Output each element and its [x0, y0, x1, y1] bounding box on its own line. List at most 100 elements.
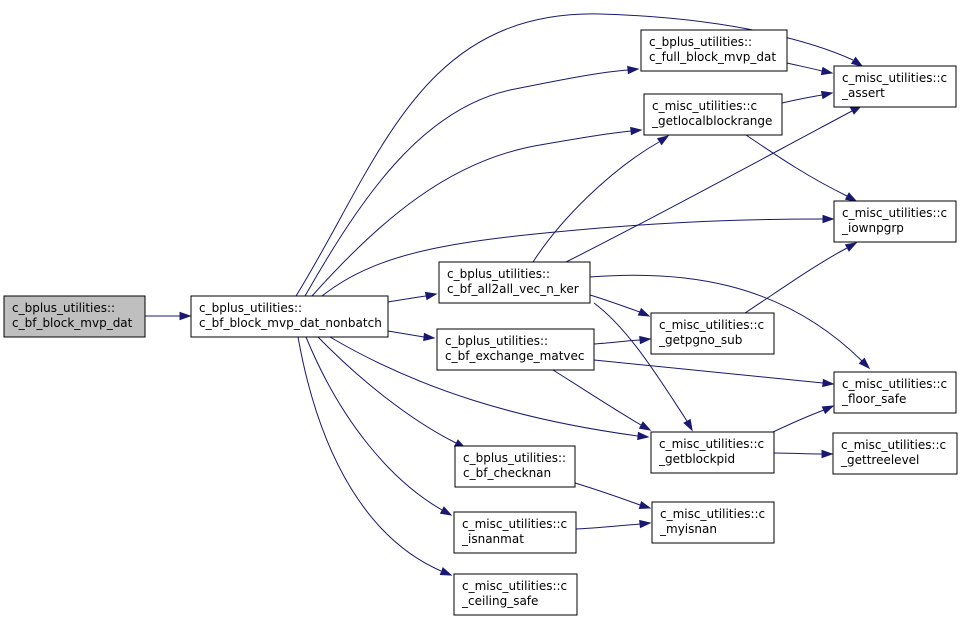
arrowhead-icon: [637, 431, 650, 441]
edge-line: [387, 295, 427, 303]
node-label-line: _myisnan: [659, 522, 717, 536]
node-label-line: _getblockpid: [658, 452, 735, 466]
node-label-line: c_bplus_utilities::: [649, 35, 752, 49]
edge-line: [786, 62, 823, 72]
node-box: [190, 295, 389, 338]
arrowhead-icon: [844, 192, 858, 202]
node-box: [643, 93, 783, 136]
node-label-line: c_bf_checknan: [463, 466, 551, 480]
arrowhead-icon: [656, 135, 670, 146]
node-nonbatch[interactable]: c_bplus_utilities::c_bf_block_mvp_dat_no…: [190, 295, 389, 338]
arrowhead-icon: [858, 357, 871, 370]
call-edges: [145, 13, 871, 576]
edge-line: [575, 523, 641, 530]
arrowhead-icon: [683, 418, 693, 432]
node-treelevel[interactable]: c_misc_utilities::c_gettreelevel: [832, 432, 958, 475]
node-label-line: _gettreelevel: [840, 453, 919, 467]
arrowhead-icon: [820, 90, 834, 100]
edge-all2all-to-localblock: [532, 135, 670, 263]
node-box: [833, 65, 957, 108]
edge-line: [593, 339, 641, 345]
arrowhead-icon: [844, 242, 858, 252]
edge-line: [329, 336, 639, 437]
node-box: [3, 295, 146, 338]
edge-line: [311, 130, 632, 297]
arrowhead-icon: [179, 311, 192, 321]
edge-line: [593, 302, 688, 422]
node-all2all[interactable]: c_bplus_utilities::c_bf_all2all_vec_n_ke…: [438, 261, 591, 304]
arrowhead-icon: [820, 66, 834, 76]
node-box: [650, 312, 775, 355]
node-box: [453, 511, 577, 554]
node-box: [436, 328, 595, 371]
node-fullblock[interactable]: c_bplus_utilities::c_full_block_mvp_dat: [640, 29, 788, 72]
edge-line: [781, 94, 823, 104]
node-root[interactable]: c_bplus_utilities::c_bf_block_mvp_dat: [3, 295, 146, 338]
node-pgno[interactable]: c_misc_utilities::c_getpgno_sub: [650, 312, 775, 355]
edge-localblock-to-assert: [781, 90, 834, 104]
edge-exchange-to-blockpid: [552, 369, 652, 431]
node-assert[interactable]: c_misc_utilities::c_assert: [833, 65, 957, 108]
edge-line: [589, 294, 641, 313]
edge-nonbatch-to-assert: [295, 13, 864, 297]
node-label-line: _assert: [841, 86, 885, 100]
edge-nonbatch-to-all2all: [387, 291, 438, 303]
arrowhead-icon: [822, 378, 835, 388]
node-label-line: c_bplus_utilities::: [447, 267, 550, 281]
node-localblock[interactable]: c_misc_utilities::c_getlocalblockrange: [643, 93, 783, 136]
node-exchange[interactable]: c_bplus_utilities::c_bf_exchange_matvec: [436, 328, 595, 371]
edge-nonbatch-to-isnanmat: [305, 336, 453, 516]
node-box: [650, 431, 775, 474]
edge-blockpid-to-treelevel: [773, 449, 834, 459]
node-label-line: c_bf_block_mvp_dat: [12, 316, 133, 330]
node-label-line: _iownpgrp: [841, 221, 904, 235]
node-label-line: _floor_safe: [841, 392, 906, 406]
arrowhead-icon: [638, 421, 652, 431]
node-label-line: c_bf_exchange_matvec: [445, 349, 585, 363]
arrowhead-icon: [439, 567, 453, 576]
edge-line: [295, 13, 854, 297]
node-box: [438, 261, 591, 304]
node-label-line: _getpgno_sub: [658, 333, 742, 347]
edge-all2all-to-floor: [589, 274, 871, 370]
node-floor[interactable]: c_misc_utilities::c_floor_safe: [833, 371, 957, 414]
node-label-line: c_bplus_utilities::: [463, 451, 566, 465]
edge-localblock-to-iownpgrp: [745, 134, 858, 202]
node-label-line: c_bplus_utilities::: [445, 334, 548, 348]
node-box: [640, 29, 788, 72]
node-box: [651, 501, 775, 544]
node-box: [454, 445, 576, 488]
edge-pgno-to-iownpgrp: [744, 242, 858, 314]
edge-fullblock-to-assert: [786, 62, 834, 76]
node-label-line: c_misc_utilities::c: [842, 206, 947, 220]
edge-line: [297, 336, 442, 572]
node-label-line: _getlocalblockrange: [651, 114, 772, 128]
edge-line: [387, 330, 425, 338]
node-box: [832, 432, 958, 475]
node-label-line: _ceiling_safe: [461, 594, 538, 608]
node-checknan[interactable]: c_bplus_utilities::c_bf_checknan: [454, 445, 576, 488]
edge-nonbatch-to-blockpid: [329, 336, 650, 441]
arrowhead-icon: [639, 335, 652, 345]
node-ceiling[interactable]: c_misc_utilities::c_ceiling_safe: [453, 573, 578, 616]
node-label-line: c_bplus_utilities::: [199, 301, 302, 315]
edge-line: [317, 336, 457, 444]
node-label-line: c_full_block_mvp_dat: [649, 50, 776, 64]
arrowhead-icon: [638, 500, 652, 510]
edge-exchange-to-floor: [593, 359, 835, 388]
node-blockpid[interactable]: c_misc_utilities::c_getblockpid: [650, 431, 775, 474]
arrowhead-icon: [637, 307, 651, 317]
arrowhead-icon: [439, 506, 453, 516]
edge-blockpid-to-floor: [772, 405, 835, 433]
node-label-line: c_misc_utilities::c: [659, 437, 764, 451]
arrowhead-icon: [627, 65, 640, 75]
node-myisnan[interactable]: c_misc_utilities::c_myisnan: [651, 501, 775, 544]
node-isnanmat[interactable]: c_misc_utilities::c_isnanmat: [453, 511, 577, 554]
node-label-line: c_misc_utilities::c: [652, 99, 757, 113]
node-label-line: c_bf_all2all_vec_n_ker: [447, 282, 579, 296]
node-label-line: c_misc_utilities::c: [462, 579, 567, 593]
node-iownpgrp[interactable]: c_misc_utilities::c_iownpgrp: [833, 200, 957, 243]
node-label-line: c_misc_utilities::c: [660, 507, 765, 521]
edge-nonbatch-to-localblock: [311, 126, 643, 297]
